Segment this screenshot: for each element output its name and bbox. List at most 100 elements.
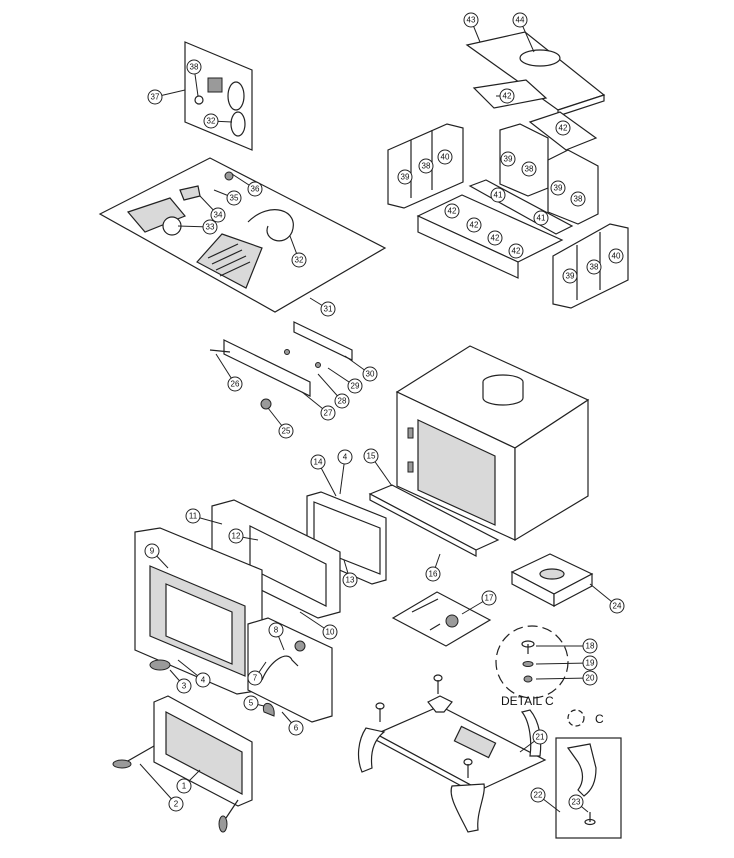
callout-number: 31 — [324, 305, 333, 314]
callout-circle — [481, 590, 497, 606]
callout-circle — [310, 454, 326, 470]
callout-circle — [508, 243, 524, 259]
callout-number: 39 — [566, 272, 575, 281]
callout-14: 14 — [310, 454, 326, 470]
callout-27: 27 — [320, 405, 336, 421]
callout-circle — [362, 366, 378, 382]
callout-number: 42 — [491, 234, 500, 243]
callout-number: 32 — [207, 117, 216, 126]
callout-number: 26 — [231, 380, 240, 389]
callout-21: 21 — [532, 729, 548, 745]
callout-35: 35 — [226, 190, 242, 206]
callout-circle — [555, 120, 571, 136]
callout-40: 40 — [437, 149, 453, 165]
callout-number: 23 — [572, 798, 581, 807]
callout-23: 23 — [568, 794, 584, 810]
callout-4: 4 — [195, 672, 211, 688]
callout-number: 38 — [574, 195, 583, 204]
callout-number: 41 — [537, 214, 546, 223]
callout-number: 38 — [190, 63, 199, 72]
callout-10: 10 — [322, 624, 338, 640]
callout-43: 43 — [463, 12, 479, 28]
callout-circle — [168, 796, 184, 812]
leader-line — [139, 763, 177, 805]
callout-number: 11 — [189, 512, 198, 521]
detail-c: DETAIL C — [495, 625, 569, 708]
right-wall-bricks — [547, 149, 599, 225]
detail-c-label: DETAIL C — [501, 694, 554, 708]
knob — [260, 398, 272, 410]
callout-circle — [144, 543, 160, 559]
callout-circle — [487, 230, 503, 246]
rail — [293, 321, 353, 361]
callout-42: 42 — [508, 243, 524, 259]
leg-detail-box — [555, 737, 622, 839]
hardware-card-17 — [391, 591, 492, 647]
callout-number: 32 — [295, 256, 304, 265]
callout-29: 29 — [347, 378, 363, 394]
callout-38: 38 — [521, 161, 537, 177]
callout-number: 39 — [504, 155, 513, 164]
thermodisc-card — [184, 41, 253, 151]
callout-number: 42 — [559, 124, 568, 133]
callout-circle — [418, 158, 434, 174]
callout-24: 24 — [609, 598, 625, 614]
callout-number: 30 — [366, 370, 375, 379]
handle-knob — [149, 659, 171, 671]
callout-number: 4 — [201, 676, 206, 685]
callout-44: 44 — [512, 12, 528, 28]
callout-34: 34 — [210, 207, 226, 223]
door-hardware-card — [247, 617, 333, 723]
stove-body — [395, 345, 590, 542]
callout-number: 9 — [150, 547, 155, 556]
callout-circle — [570, 191, 586, 207]
callout-39: 39 — [550, 180, 566, 196]
callout-number: 38 — [422, 162, 431, 171]
callout-33: 33 — [202, 219, 218, 235]
callout-circle — [582, 670, 598, 686]
callout-circle — [185, 508, 201, 524]
callout-number: 38 — [525, 165, 534, 174]
callout-circle — [568, 794, 584, 810]
callout-38: 38 — [570, 191, 586, 207]
callout-number: 14 — [314, 458, 323, 467]
blower-motor — [126, 197, 186, 233]
callout-11: 11 — [185, 508, 201, 524]
callout-circle — [288, 720, 304, 736]
callout-number: 20 — [586, 674, 595, 683]
callout-36: 36 — [247, 181, 263, 197]
callout-26: 26 — [227, 376, 243, 392]
callout-31: 31 — [320, 301, 336, 317]
callout-circle — [228, 528, 244, 544]
callout-19: 19 — [582, 655, 598, 671]
callout-circle — [226, 190, 242, 206]
callout-number: 12 — [232, 532, 241, 541]
callout-circle — [608, 248, 624, 264]
callout-circle — [425, 566, 441, 582]
callout-circle — [247, 670, 263, 686]
callout-number: 15 — [367, 452, 376, 461]
callout-number: 24 — [613, 602, 622, 611]
callout-15: 15 — [363, 448, 379, 464]
callout-number: 40 — [441, 153, 450, 162]
screen-mesh — [165, 711, 243, 795]
glass — [249, 525, 327, 607]
callout-circle — [363, 448, 379, 464]
callout-22: 22 — [530, 787, 546, 803]
callout-25: 25 — [278, 423, 294, 439]
callout-18: 18 — [582, 638, 598, 654]
door-assembly — [134, 484, 500, 723]
callout-number: 38 — [590, 263, 599, 272]
callout-39: 39 — [397, 169, 413, 185]
callout-number: 18 — [586, 642, 595, 651]
callout-number: 41 — [494, 191, 503, 200]
power-cord — [247, 209, 294, 242]
leader-line — [535, 662, 591, 665]
callout-39: 39 — [500, 151, 516, 167]
stove-side — [514, 398, 589, 542]
callout-number: 39 — [554, 184, 563, 193]
callout-number: 42 — [448, 207, 457, 216]
callout-number: 1 — [182, 782, 187, 791]
callout-number: 6 — [294, 724, 299, 733]
